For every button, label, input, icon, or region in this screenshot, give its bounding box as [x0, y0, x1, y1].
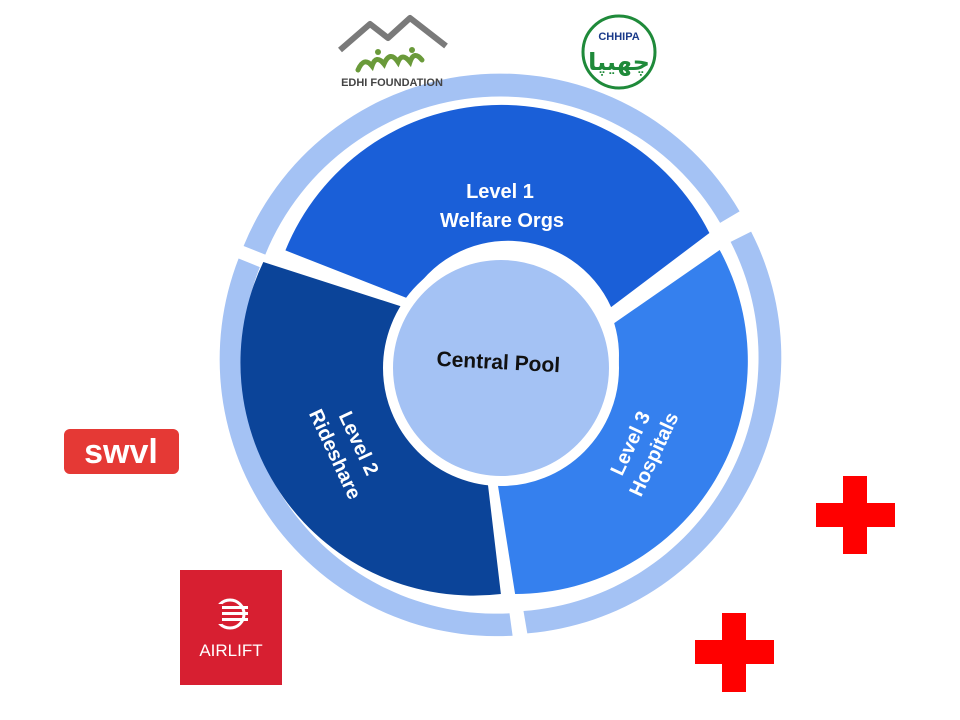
hospital-cross-icon-1 [816, 476, 895, 554]
chhipa-logo: CHHIPA چھیپا [581, 14, 657, 90]
swvl-logo-text: swvl [84, 433, 158, 471]
level-segments [240, 104, 748, 596]
segment-level-1 [285, 104, 710, 308]
chhipa-logo-urdu: چھیپا [588, 48, 650, 76]
level-1-label-line2: Welfare Orgs [440, 210, 564, 232]
airlift-logo-text: AIRLIFT [199, 641, 262, 660]
hospital-cross-icon-2 [695, 613, 774, 692]
segment-level-2 [240, 262, 501, 596]
chhipa-logo-text: CHHIPA [598, 31, 639, 43]
edhi-foundation-logo: EDHI FOUNDATION [338, 15, 448, 89]
outer-ring-arc-left [219, 258, 513, 637]
airlift-logo: AIRLIFT [180, 570, 282, 685]
outer-ring [219, 73, 782, 637]
central-pool-circle [383, 250, 619, 486]
swvl-logo: swvl [64, 429, 179, 474]
outer-ring-arc-right [523, 231, 782, 634]
outer-ring-arc-top [243, 73, 740, 255]
segment-level-3 [495, 250, 748, 594]
edhi-logo-text: EDHI FOUNDATION [341, 77, 443, 89]
level-1-label-line1: Level 1 [466, 181, 534, 203]
